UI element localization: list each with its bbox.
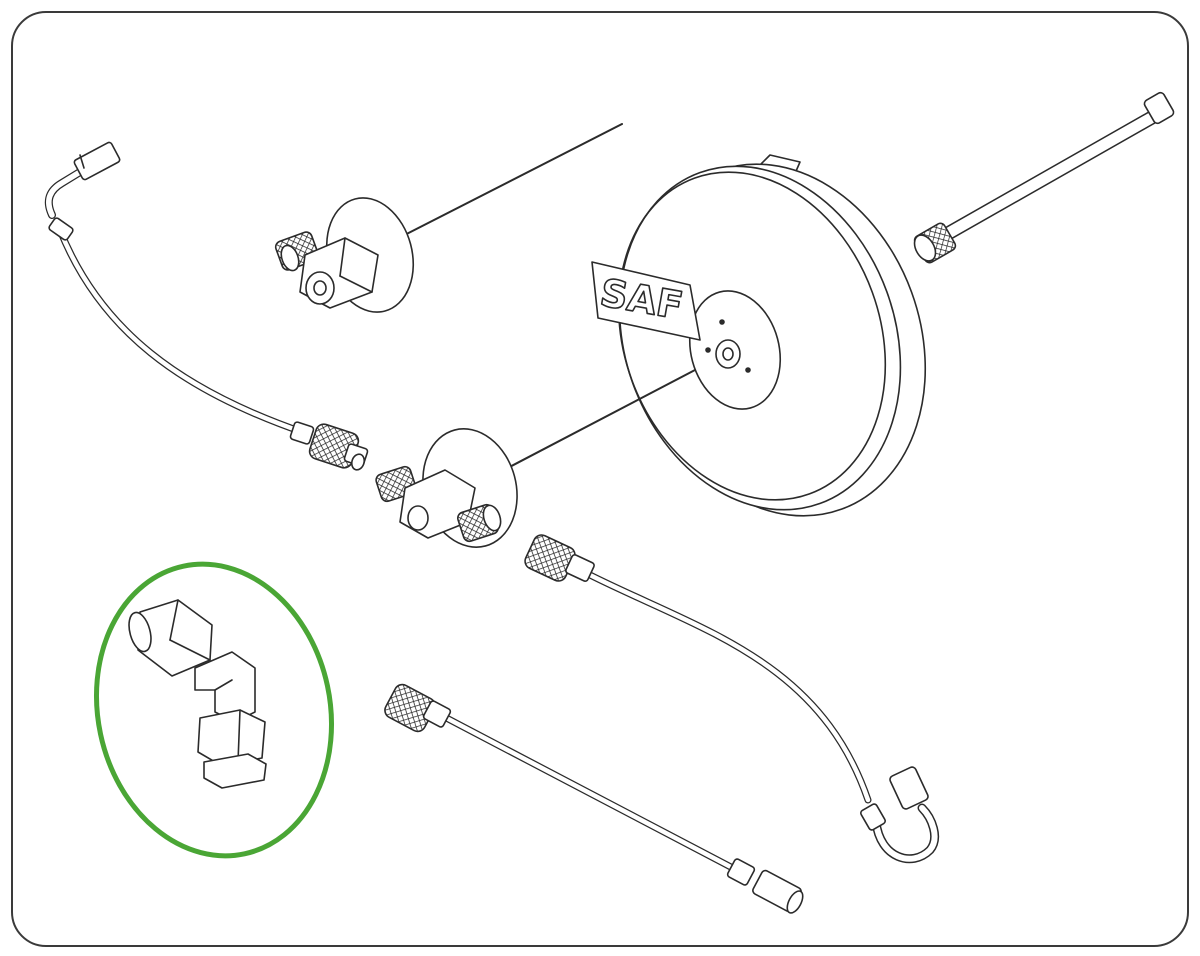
bottom-straight-hose <box>384 683 804 914</box>
highlight-ellipse <box>93 561 335 859</box>
left-hose-crimp <box>48 217 74 241</box>
right-hose-end-nut <box>889 766 929 810</box>
hub-logo-plate <box>591 261 701 341</box>
left-hose-end-nut <box>73 141 121 181</box>
right-straight-tube <box>913 91 1175 264</box>
right-hose-knurled-nut <box>524 534 576 582</box>
right-tube-end-cap <box>1143 91 1175 125</box>
lower-probe-fitting <box>375 369 696 548</box>
upper-probe-fitting <box>274 123 623 313</box>
diagram-border <box>11 11 1189 947</box>
hub-assembly: SAF <box>591 154 927 517</box>
left-hose-tube <box>56 226 309 437</box>
elbow-fitting[interactable] <box>125 599 267 789</box>
left-hose-assembly <box>44 141 369 471</box>
right-curved-hose <box>524 534 939 864</box>
